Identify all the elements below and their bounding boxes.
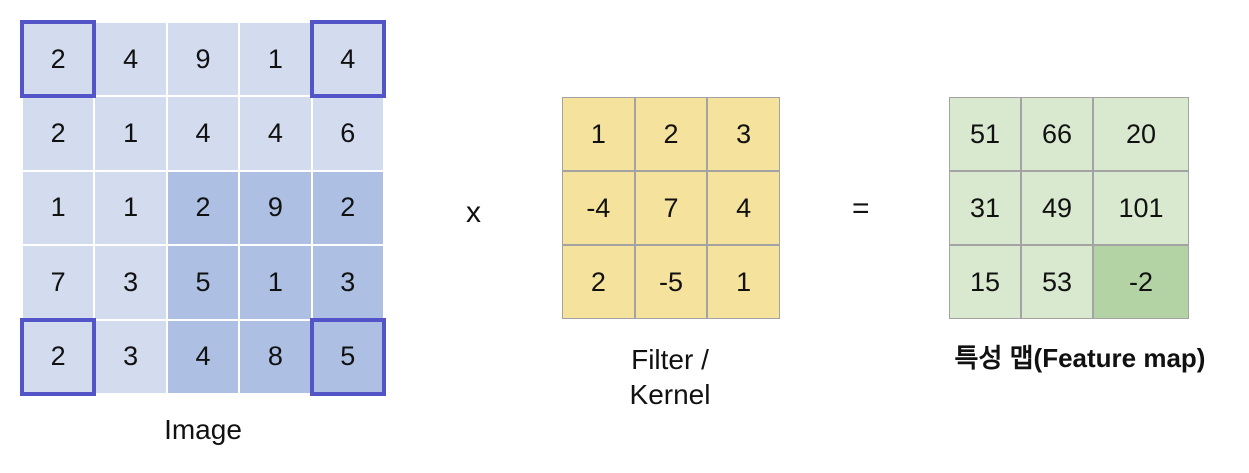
feature-map-cell: -2 (1093, 245, 1189, 319)
equals-operator: = (852, 192, 870, 225)
corner-outline-box (20, 20, 96, 98)
feature-map-cell: 20 (1093, 97, 1189, 171)
image-cell: 1 (239, 245, 312, 320)
filter-label-line1: Filter / (631, 344, 709, 375)
image-cell: 1 (239, 22, 312, 97)
image-cell: 4 (166, 96, 240, 171)
image-cell: 4 (94, 22, 167, 97)
image-cell: 2 (22, 96, 95, 171)
filter-label: Filter / Kernel (590, 342, 750, 412)
multiply-operator: x (466, 196, 481, 229)
corner-outline-box (309, 20, 386, 98)
filter-cell: 1 (707, 245, 780, 319)
image-cell: 8 (239, 319, 312, 394)
image-cell: 4 (239, 96, 312, 171)
image-cell: 9 (166, 22, 240, 97)
feature-map-cell: 66 (1021, 97, 1093, 171)
filter-cell: 1 (562, 97, 635, 171)
feature-map-cell: 15 (949, 245, 1021, 319)
image-cell: 7 (22, 245, 95, 320)
corner-outline-box (309, 317, 386, 396)
image-cell: 4 (311, 22, 384, 97)
feature-map-label: 특성 맵(Feature map) (954, 343, 1206, 373)
feature-map-cell: 31 (949, 171, 1021, 245)
filter-label-line2: Kernel (629, 379, 711, 410)
image-cell: 5 (166, 245, 240, 320)
filter-cell: 7 (634, 171, 708, 245)
feature-map-cell: 51 (949, 97, 1021, 171)
image-cell: 4 (166, 319, 240, 394)
filter-cell: -4 (562, 171, 635, 245)
image-cell: 1 (22, 170, 95, 246)
image-label: Image (164, 414, 242, 445)
feature-map-cell: 49 (1021, 171, 1093, 245)
image-cell: 2 (311, 170, 384, 246)
corner-outline-box (20, 317, 96, 396)
filter-cell: 3 (707, 97, 780, 171)
feature-map-cell: 101 (1093, 171, 1189, 245)
image-cell: 2 (22, 22, 95, 97)
filter-cell: -5 (634, 245, 708, 319)
feature-map-cell: 53 (1021, 245, 1093, 319)
filter-cell: 2 (562, 245, 635, 319)
image-cell: 3 (94, 319, 167, 394)
image-cell: 1 (94, 96, 167, 171)
filter-cell: 4 (707, 171, 780, 245)
image-cell: 1 (94, 170, 167, 246)
filter-cell: 2 (634, 97, 708, 171)
image-cell: 9 (239, 170, 312, 246)
image-cell: 3 (311, 245, 384, 320)
image-cell: 6 (311, 96, 384, 171)
image-cell: 2 (166, 170, 240, 246)
image-cell: 3 (94, 245, 167, 320)
